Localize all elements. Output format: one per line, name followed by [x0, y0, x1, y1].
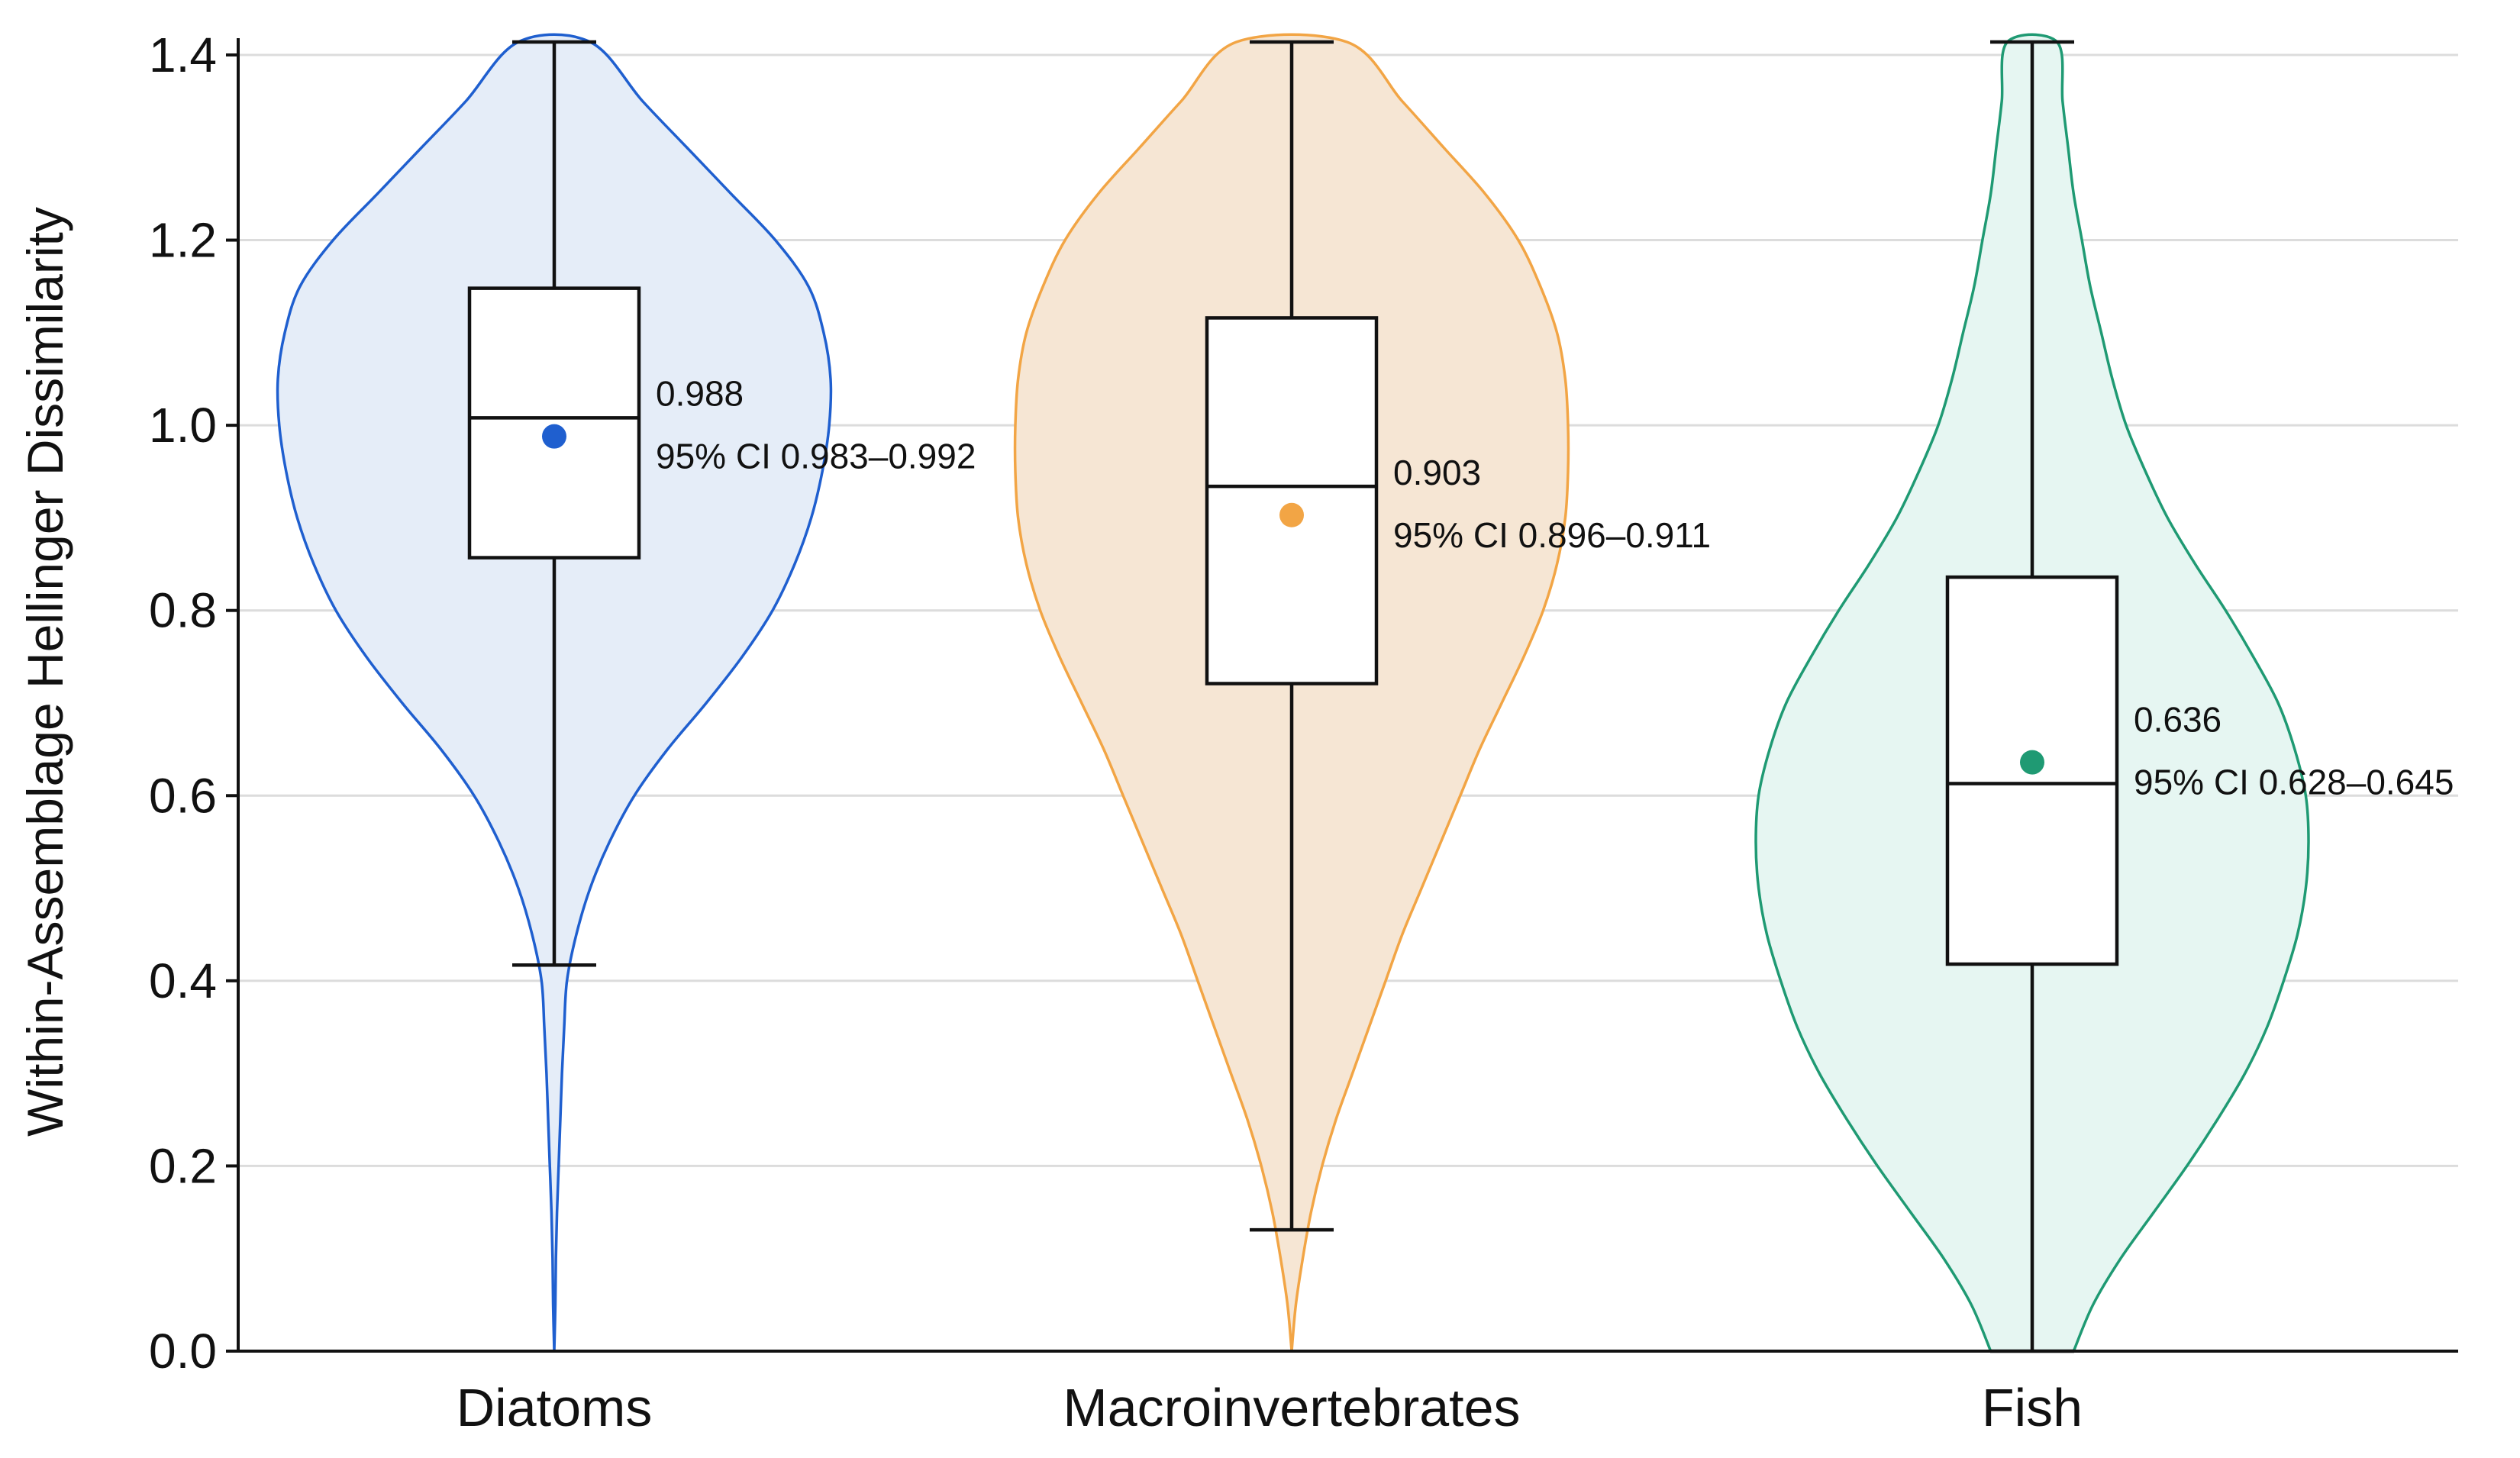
y-tick-label: 0.8 [149, 583, 217, 638]
y-tick-label: 1.0 [149, 398, 217, 453]
y-axis-title: Within-Assemblage Hellinger Dissimilarit… [17, 207, 73, 1137]
y-tick-label: 1.4 [149, 27, 217, 82]
mean-point [542, 424, 566, 449]
x-category-label: Fish [1982, 1378, 2083, 1437]
iqr-box [1205, 316, 1379, 685]
boxplot-diatoms [467, 40, 641, 967]
y-tick-label: 1.2 [149, 213, 217, 268]
x-category-label: Macroinvertebrates [1063, 1378, 1520, 1437]
mean-value-label: 0.903 [1393, 453, 1481, 492]
mean-value-label: 0.988 [656, 374, 744, 414]
ci-label: 95% CI 0.628–0.645 [2134, 763, 2454, 802]
y-tick-label: 0.0 [149, 1324, 217, 1379]
y-tick-label: 0.2 [149, 1138, 217, 1193]
boxplot-macroinvertebrates [1205, 40, 1379, 1232]
mean-point [1279, 502, 1304, 527]
y-tick-label: 0.6 [149, 768, 217, 823]
iqr-box [467, 286, 641, 560]
axes: Within-Assemblage Hellinger Dissimilarit… [17, 27, 2458, 1437]
ci-label: 95% CI 0.983–0.992 [656, 437, 976, 476]
mean-point [2020, 750, 2044, 775]
ci-label: 95% CI 0.896–0.911 [1393, 515, 1711, 555]
annotations: 0.988 95% CI 0.983–0.992 0.903 95% CI 0.896… [656, 374, 2454, 802]
x-category-label: Diatoms [457, 1378, 653, 1437]
y-tick-label: 0.4 [149, 953, 217, 1008]
boxplots [467, 40, 2119, 1353]
mean-value-label: 0.636 [2134, 700, 2222, 740]
